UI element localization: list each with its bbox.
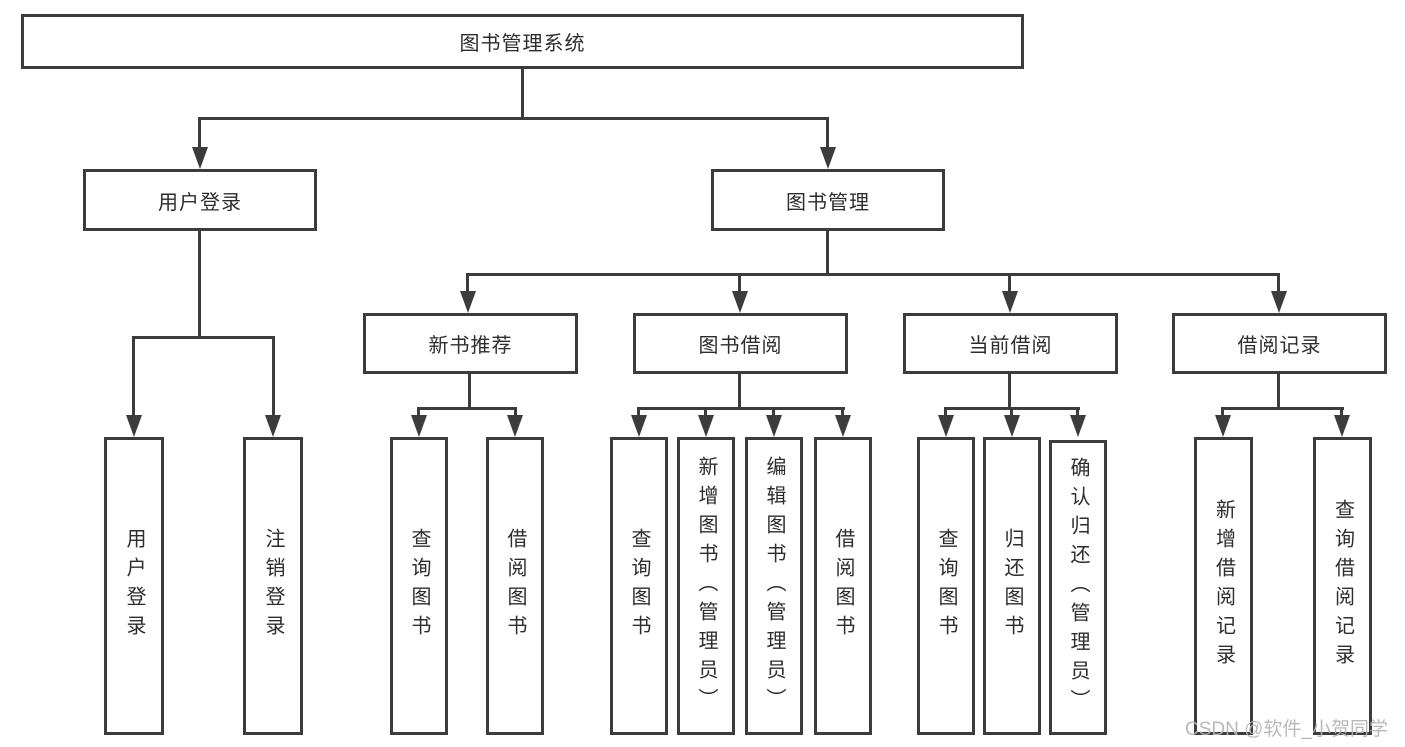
node-record-query-label: 查询借阅记录 [1331,499,1354,673]
node-user-login-action: 用户登录 [104,437,164,735]
node-newbook-query: 查询图书 [390,437,448,735]
connector-line [841,407,844,417]
node-borrowmod-add: 新增图书（管理员） [677,437,735,735]
arrow-down-icon [938,415,954,437]
connector-line [466,273,1280,276]
arrow-down-icon [820,147,836,169]
node-current-query-label: 查询图书 [935,528,957,644]
connector-line [417,407,420,417]
arrow-down-icon [411,415,427,437]
node-newbook-query-label: 查询图书 [408,528,430,644]
node-borrowmod-borrow-label: 借阅图书 [832,528,854,644]
node-book-borrow-label: 图书借阅 [698,335,783,357]
connector-line [468,374,471,407]
node-book-mgmt: 图书管理 [711,169,945,231]
connector-line [132,336,135,417]
node-current-confirm-label: 确认归还（管理员） [1067,457,1089,718]
arrow-down-icon [766,415,782,437]
node-record-add-label: 新增借阅记录 [1212,499,1235,673]
node-user-login-label: 用户登录 [158,191,242,214]
node-root: 图书管理系统 [21,14,1024,69]
node-record-query: 查询借阅记录 [1313,437,1372,735]
connector-line [1221,407,1224,417]
node-borrowmod-query-label: 查询图书 [628,528,650,644]
node-current-query: 查询图书 [917,437,975,735]
arrow-down-icon [265,415,281,437]
node-borrowmod-query: 查询图书 [610,437,668,735]
arrow-down-icon [1004,415,1020,437]
connector-line [704,407,707,417]
node-borrow-record-label: 借阅记录 [1237,335,1322,357]
node-current-borrow-label: 当前借阅 [968,335,1053,357]
connector-line [198,117,201,149]
connector-line [944,407,947,417]
node-user-login-action-label: 用户登录 [123,528,145,644]
connector-line [826,231,829,273]
connector-line [637,407,845,410]
connector-line [1340,407,1343,417]
connector-line [198,231,201,336]
node-root-label: 图书管理系统 [459,33,586,55]
arrow-down-icon [835,415,851,437]
connector-line [521,69,524,117]
connector-line [1277,374,1280,407]
connector-line [417,407,517,410]
node-record-add: 新增借阅记录 [1194,437,1253,735]
node-borrow-record: 借阅记录 [1172,313,1387,374]
node-borrowmod-edit-label: 编辑图书（管理员） [763,455,785,717]
connector-line [132,336,275,339]
arrow-down-icon [1002,291,1018,313]
connector-line [1221,407,1344,410]
arrow-down-icon [1215,415,1231,437]
node-current-return: 归还图书 [983,437,1041,735]
arrow-down-icon [698,415,714,437]
node-newbook-borrow: 借阅图书 [486,437,544,735]
connector-line [772,407,775,417]
node-current-borrow: 当前借阅 [903,313,1118,374]
node-logout-action-label: 注销登录 [262,528,284,644]
node-borrowmod-add-label: 新增图书（管理员） [695,455,717,717]
connector-line [826,117,829,149]
arrow-down-icon [126,415,142,437]
node-user-login: 用户登录 [83,169,317,231]
node-current-return-label: 归还图书 [1001,528,1023,644]
connector-line [1008,273,1011,293]
node-newbook-borrow-label: 借阅图书 [504,528,526,644]
connector-line [1008,374,1011,407]
node-book-borrow: 图书借阅 [633,313,848,374]
connector-line [466,273,469,293]
node-new-book: 新书推荐 [363,313,578,374]
csdn-watermark: CSDN @软件_小贺同学 [1185,719,1388,740]
connector-line [1277,273,1280,293]
node-logout-action: 注销登录 [243,437,303,735]
node-current-confirm: 确认归还（管理员） [1049,440,1107,735]
arrow-down-icon [1334,415,1350,437]
connector-line [198,117,829,120]
connector-line [1076,407,1079,417]
connector-line [637,407,640,417]
connector-line [738,374,741,407]
node-borrowmod-borrow: 借阅图书 [814,437,872,735]
node-new-book-label: 新书推荐 [428,335,513,357]
arrow-down-icon [1271,291,1287,313]
arrow-down-icon [507,415,523,437]
connector-line [272,336,275,417]
connector-line [1010,407,1013,417]
arrow-down-icon [460,291,476,313]
arrow-down-icon [192,147,208,169]
connector-line [514,407,517,417]
node-borrowmod-edit: 编辑图书（管理员） [745,437,803,735]
arrow-down-icon [631,415,647,437]
arrow-down-icon [1070,415,1086,437]
connector-line [738,273,741,293]
arrow-down-icon [732,291,748,313]
node-book-mgmt-label: 图书管理 [786,191,870,214]
